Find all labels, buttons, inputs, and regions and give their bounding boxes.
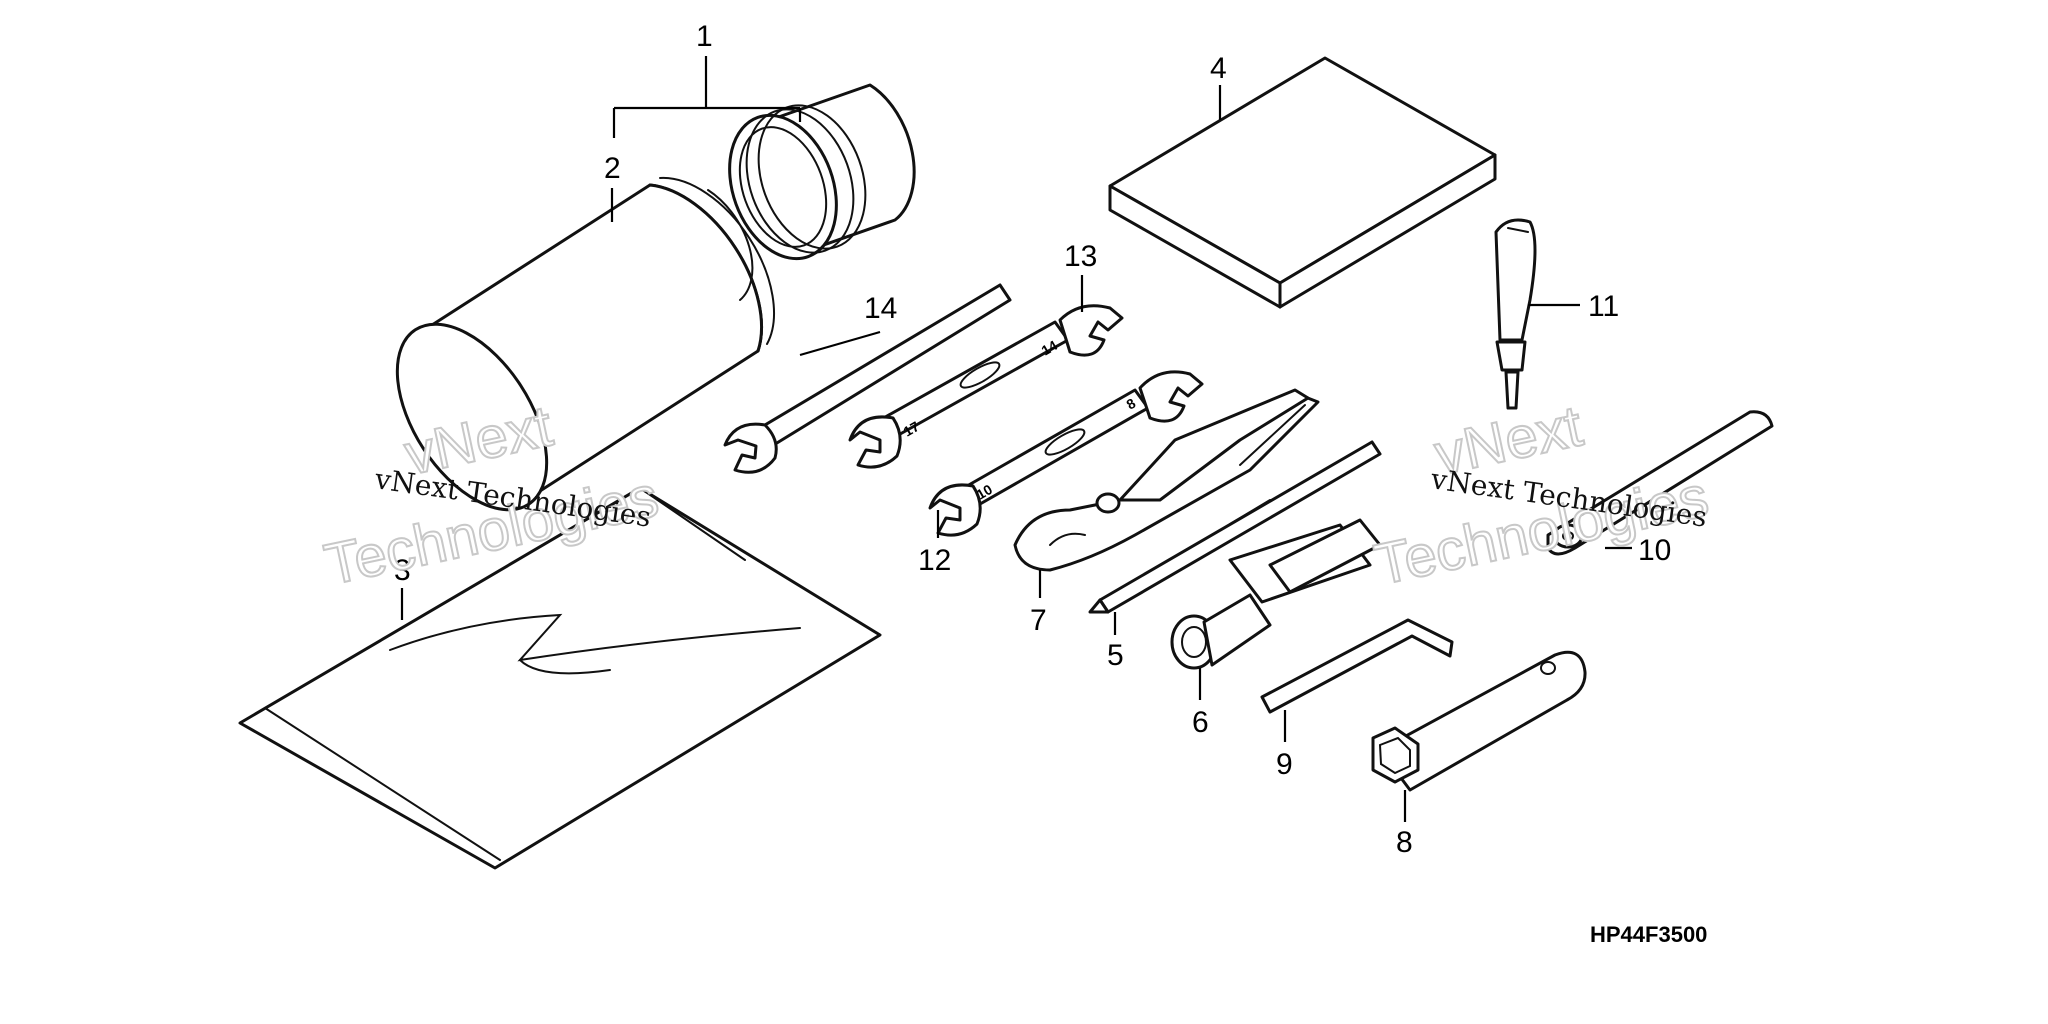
wrench-13-size-mark-17: 17 bbox=[901, 418, 923, 440]
callout-7: 7 bbox=[1030, 604, 1047, 637]
part-spark-plug-wrench bbox=[1371, 650, 1587, 792]
part-owners-manual bbox=[1108, 56, 1497, 309]
part-pliers bbox=[1013, 388, 1320, 572]
part-socket-handle bbox=[1170, 518, 1382, 670]
part-tube-cap bbox=[728, 83, 916, 261]
part-tool-tube bbox=[395, 176, 775, 512]
part-screwdriver-handle bbox=[1494, 218, 1537, 410]
diagram-code: HP44F3500 bbox=[1590, 922, 1707, 947]
callout-4: 4 bbox=[1210, 52, 1227, 85]
callout-11: 11 bbox=[1588, 290, 1619, 323]
callout-1: 1 bbox=[696, 20, 713, 53]
wrench-12-size-mark-10: 10 bbox=[974, 481, 996, 503]
callout-5: 5 bbox=[1107, 639, 1124, 672]
watermark-left: vNext Technologies vNext Technologies bbox=[318, 392, 665, 598]
wrench-13-size-mark-14: 14 bbox=[1039, 337, 1061, 359]
callout-6: 6 bbox=[1192, 706, 1209, 739]
part-tool-handle-bar bbox=[1546, 410, 1774, 556]
callout-2: 2 bbox=[604, 152, 621, 185]
part-open-end-wrench-14 bbox=[723, 283, 1012, 474]
callout-12: 12 bbox=[918, 544, 951, 577]
callout-3: 3 bbox=[394, 554, 411, 587]
part-double-wrench-13: 17 14 bbox=[848, 304, 1124, 469]
leader-lines bbox=[400, 56, 1632, 822]
callout-numbers: 1 2 3 4 5 6 7 8 9 10 11 12 13 14 bbox=[394, 20, 1671, 859]
watermark-right: vNext Technologies vNext Technologies bbox=[1368, 392, 1715, 598]
callout-8: 8 bbox=[1396, 826, 1413, 859]
part-tool-bag bbox=[238, 486, 882, 870]
callout-10: 10 bbox=[1638, 534, 1671, 567]
callout-14: 14 bbox=[864, 292, 897, 325]
part-screwdriver bbox=[1088, 440, 1382, 614]
callout-9: 9 bbox=[1276, 748, 1293, 781]
part-hex-key bbox=[1260, 618, 1454, 714]
callout-13: 13 bbox=[1064, 240, 1097, 273]
